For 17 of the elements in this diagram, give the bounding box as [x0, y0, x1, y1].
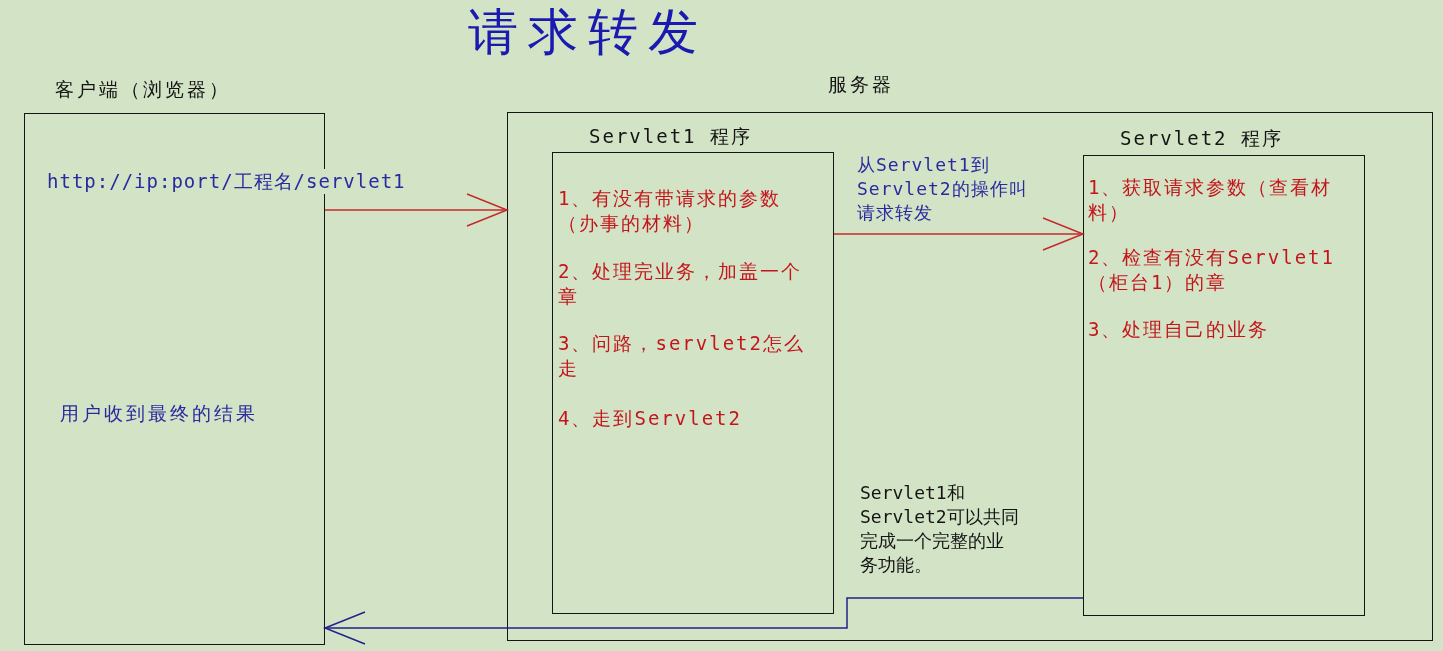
step-text: 3、问路，servlet2怎么走 [558, 331, 806, 381]
step-text: 1、有没有带请求的参数（办事的材料） [558, 186, 783, 236]
step-text: 3、处理自己的业务 [1088, 317, 1270, 342]
title: 请求转发 [468, 2, 708, 63]
arrow [833, 217, 1084, 251]
heading: 服务器 [827, 71, 894, 97]
arrow [324, 597, 1084, 645]
step-text: 2、检查有没有Servlet1（柜台1）的章 [1088, 245, 1336, 295]
step-text: 4、走到Servlet2 [558, 406, 742, 431]
heading: Servlet1 程序 [589, 124, 752, 149]
heading: 客户端（浏览器） [54, 76, 231, 102]
arrow [324, 193, 508, 227]
heading: Servlet2 程序 [1120, 126, 1283, 151]
step-text: 1、获取请求参数（查看材料） [1088, 175, 1334, 225]
step-text: 2、处理完业务，加盖一个章 [558, 259, 804, 309]
note-text: Servlet1和Servlet2可以共同完成一个完整的业务功能。 [860, 481, 1020, 577]
result-text: 用户收到最终的结果 [59, 400, 258, 426]
